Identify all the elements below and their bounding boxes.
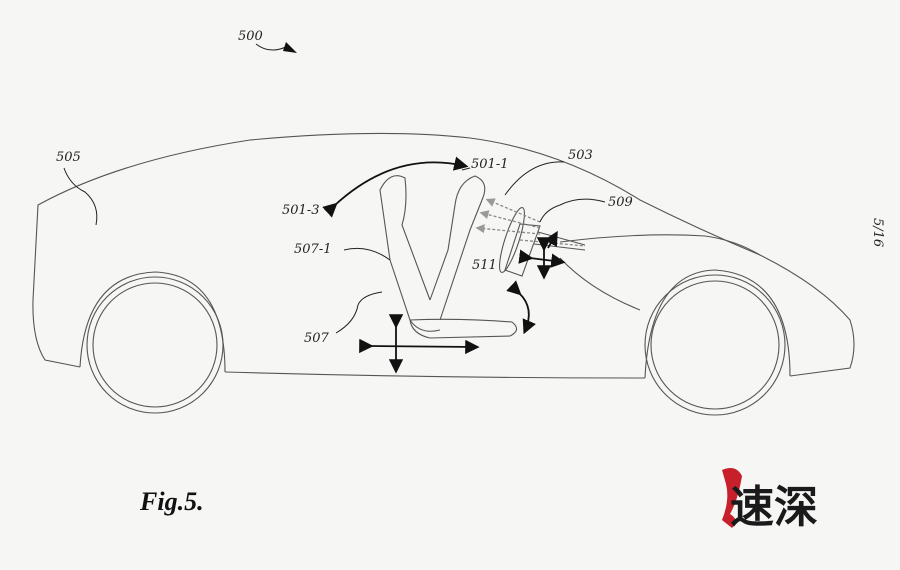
front-wheel [86,276,224,414]
label-501-1: 501-1 [471,157,508,172]
car-sill-line [224,371,646,379]
cushion-tilt-arrow [506,280,536,335]
label-501-3: 501-3 [282,203,319,218]
watermark-logo: 速深 [722,468,818,533]
watermark-text: 速深 [730,482,818,533]
front-wheel-inner [92,282,218,408]
rear-wheel-inner [650,280,780,410]
label-511: 511 [472,258,497,273]
leader-503 [504,161,565,196]
leader-507 [335,291,383,334]
label-503: 503 [568,148,593,163]
rear-wheel-arch [644,269,791,379]
rear-wheel [644,274,786,416]
leader-509 [539,198,606,223]
sheet-number: 5/16 [870,218,885,247]
leader-505 [63,167,98,226]
backrest-rotation-arrow [322,156,469,218]
leader-507-1 [343,247,391,261]
label-507-1: 507-1 [294,242,331,257]
figure-caption: Fig.5. [139,487,204,516]
dashboard-lower [559,257,641,311]
steering-column [504,223,541,277]
dashed-arrow-1 [485,198,541,223]
column-horizontal-arrow [518,249,566,268]
label-507: 507 [304,331,330,346]
steering-wheel [499,207,525,273]
column-tilt-arrow [544,230,558,249]
leader-500 [255,43,289,51]
front-wheel-arch [79,271,226,373]
seat-cushion [409,318,518,339]
seat-backrest-rear [389,259,441,332]
car-body-outline [32,132,855,377]
label-505: 505 [56,150,81,165]
column-mount [533,231,586,251]
label-500: 500 [238,29,263,44]
leader-501-1 [461,167,471,171]
seat-reclined-back [429,175,486,321]
seat-backrest-front [379,175,431,301]
dashed-arrow-2 [479,210,541,229]
dashed-arrow-3 [475,224,541,235]
label-509: 509 [608,195,633,210]
dashboard-line [559,234,761,256]
leader-500-arrow [283,42,297,53]
seat-horizontal-arrow [359,338,480,355]
watermark-brush-accent [722,468,742,528]
